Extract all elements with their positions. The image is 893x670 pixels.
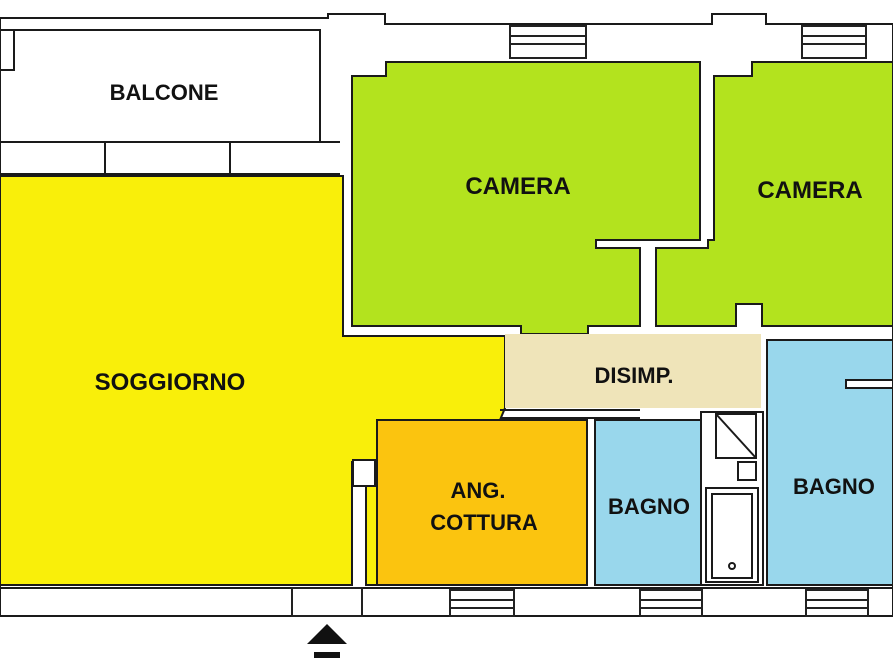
disimpegno-room: DISIMP.: [500, 334, 761, 419]
balcone-room: BALCONE: [0, 29, 340, 175]
camera-right-room: CAMERA: [655, 61, 893, 327]
bottom-windows: [291, 587, 869, 617]
bagno-right-room: BAGNO: [766, 339, 893, 586]
camera-left-room: CAMERA: [351, 61, 701, 335]
disimpegno-label: DISIMP.: [594, 363, 673, 388]
soggiorno-room: SOGGIORNO: [0, 175, 506, 586]
bagno-small-room: BAGNO: [594, 419, 702, 586]
angolo-cottura-room: ANG. COTTURA: [376, 419, 588, 586]
camera-left-label: CAMERA: [465, 173, 570, 200]
soggiorno-label: SOGGIORNO: [95, 369, 246, 396]
angolo-cottura-label-line2: COTTURA: [430, 510, 538, 535]
angolo-cottura-label-line1: ANG.: [451, 478, 506, 503]
bagno-small-label: BAGNO: [608, 494, 690, 519]
top-windows: [509, 25, 867, 59]
bagno-right-label: BAGNO: [793, 474, 875, 499]
entrance-arrow-icon: [307, 624, 347, 658]
balcone-label: BALCONE: [110, 80, 219, 105]
sanitary-fixtures: [700, 411, 764, 586]
camera-right-label: CAMERA: [757, 177, 862, 204]
